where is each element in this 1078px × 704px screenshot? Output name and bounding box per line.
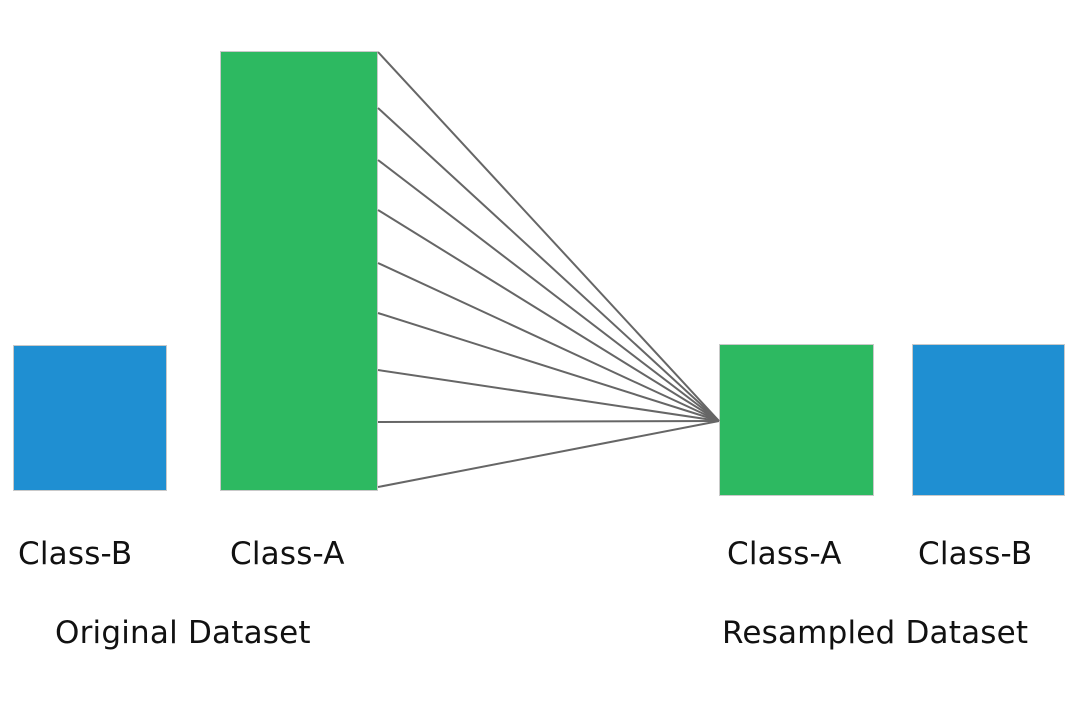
caption-resampled-dataset: Resampled Dataset xyxy=(722,615,1029,651)
connector-line-3 xyxy=(377,159,720,422)
connector-line-7 xyxy=(377,369,720,422)
label-class-b-original: Class-B xyxy=(18,536,133,572)
connector-line-8 xyxy=(377,420,720,423)
bar-original-class-a xyxy=(220,51,378,491)
bar-resampled-class-b xyxy=(912,344,1065,496)
connector-line-6 xyxy=(377,312,720,422)
bar-original-class-b xyxy=(13,345,167,491)
connector-line-1 xyxy=(377,51,720,422)
bar-resampled-class-a xyxy=(719,344,874,496)
label-class-b-resampled: Class-B xyxy=(918,536,1033,572)
connector-line-4 xyxy=(377,209,720,422)
label-class-a-original: Class-A xyxy=(230,536,345,572)
connector-line-9 xyxy=(377,420,720,488)
label-class-a-resampled: Class-A xyxy=(727,536,842,572)
connector-line-2 xyxy=(377,107,720,422)
caption-original-dataset: Original Dataset xyxy=(55,615,311,651)
connector-line-5 xyxy=(377,262,720,422)
